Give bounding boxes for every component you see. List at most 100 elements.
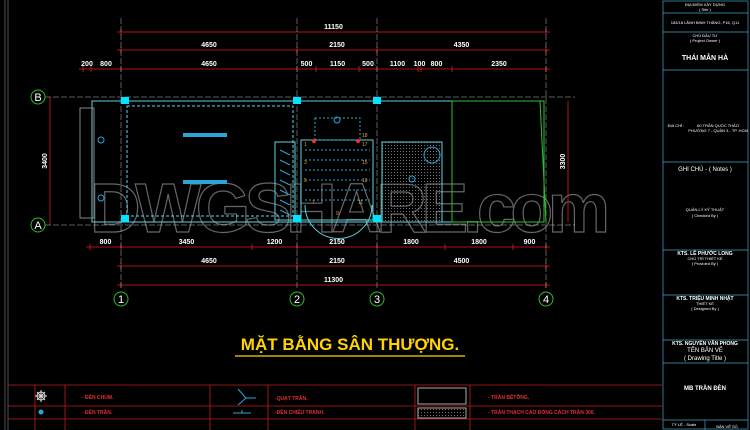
site-label: ĐỊA ĐIỂM XÂY DỰNG (685, 2, 725, 7)
dimension-label: 2350 (491, 61, 507, 68)
ceiling-light-icon (38, 409, 44, 415)
stair-step-number: 13 (362, 178, 368, 184)
grid-bubble (369, 291, 385, 307)
grid-label: 3 (374, 294, 380, 306)
dimension-label: 3300 (560, 154, 567, 170)
dimension-label: 800 (100, 61, 112, 68)
dimension-label: 3400 (42, 153, 49, 169)
columns (121, 97, 381, 222)
ceiling-light-icon (97, 136, 105, 144)
stair-step-number: 11 (358, 200, 363, 206)
checked-name: KTS. LÊ PHƯỚC LONG (677, 249, 732, 257)
dimension-label: 800 (100, 239, 112, 246)
concrete-ceiling-swatch (417, 387, 467, 405)
dimension-label: 4650 (201, 258, 217, 265)
dimension-label: 4650 (201, 42, 217, 49)
provided-label: CHỦ TRÌ THIẾT KẾ (687, 256, 722, 261)
dimension-label: 11300 (324, 277, 343, 284)
legend-label: - TRẦN THẠCH CAO ĐÓNG CÁCH TRẦN 300. (488, 408, 596, 416)
sheet-label: BẢN VẼ SỐ (716, 424, 738, 429)
designed-label: THIẾT KẾ (696, 301, 714, 306)
grid-label: A (34, 220, 42, 232)
scale-label: TỶ LỆ - Scale (672, 422, 697, 427)
owner-label: CHỦ ĐẦU TƯ (692, 33, 718, 38)
legend-label: -QUẠT TRẦN. (275, 395, 308, 402)
dimension-label: 3450 (179, 239, 195, 246)
grid-label: 1 (118, 294, 124, 306)
address-line2: PHƯỜNG 7 - QUẬN 3 - TP. HCM (688, 128, 748, 133)
stair-step-number: 18 (362, 133, 368, 139)
stair-step-number: 1 (304, 142, 307, 148)
grid-axes: 1 2 3 4 B A (30, 18, 575, 307)
dimension-label: 800 (431, 61, 443, 68)
stair-step-number: 17 (362, 142, 368, 148)
stair-step-number: 3 (304, 160, 307, 166)
designed-label-en: ( Designed By ) (691, 306, 719, 311)
fixture-icon (423, 146, 441, 164)
address-label: ĐỊA CHỈ : (668, 123, 685, 128)
dimension-label: 11150 (324, 24, 343, 31)
dimension-label: 4500 (454, 258, 470, 265)
provided-name: KTS. TRIỆU MINH NHẬT (676, 294, 733, 302)
stair-step-number: 9 (336, 211, 339, 217)
picture-light-icon (233, 410, 251, 414)
terrace-outline (451, 100, 545, 223)
legend-table: - ĐÈN CHÙM. - ĐÈN TRẦN. -QUẠT TRẦN. -ĐÈN… (8, 384, 662, 430)
site-value: 183/18 LÃNH BINH THĂNG, P16, Q11 (671, 20, 740, 25)
designed-name: KTS. NGUYỄN VĂN PHONG (672, 340, 738, 347)
checked-label: QUẢN LÝ KỸ THUẬT (686, 207, 725, 212)
dimension-label: 1150 (330, 61, 345, 68)
drawing-title: MẶT BẰNG SÂN THƯỢNG. (241, 335, 459, 354)
ceiling-fan-icon (237, 388, 256, 406)
watermark: DWGSHARE.com (90, 169, 610, 247)
notes-title: GHI CHÚ - ( Notes ) (678, 166, 732, 173)
dimension-label: 500 (301, 61, 313, 68)
drawing-title-label: TÊN BẢN VẼ (687, 346, 723, 354)
louver (274, 141, 296, 221)
address-line1: 60 TRẦN QUỐC THẢO (697, 123, 739, 128)
grid-label: 4 (543, 294, 549, 306)
dimension-label: 100 (414, 61, 426, 68)
stair-step-number: 5 (304, 178, 307, 184)
dimension-label: 1100 (390, 61, 405, 68)
light-bar (183, 133, 227, 137)
dimension-label: 900 (524, 239, 536, 246)
grid-bubble (30, 89, 46, 105)
legend-label: - TRẦN BÊTÔNG. (488, 393, 530, 401)
drawing-title-label-en: ( Drawing Title ) (684, 356, 726, 362)
legend-label: - ĐÈN TRẦN. (82, 408, 113, 416)
grid-bubble (30, 217, 46, 233)
dimension-label: 2150 (329, 258, 345, 265)
checked-label-en: ( Checked By ) (692, 213, 719, 218)
dimension-label: 200 (81, 61, 93, 68)
grid-bubble (289, 291, 305, 307)
ceiling-light-icon (97, 194, 105, 202)
dimension-label: 4650 (201, 61, 217, 68)
ceiling-light-icon (333, 116, 341, 124)
owner-label-en: ( Project Owner ) (690, 38, 721, 43)
provided-label-en: ( Provided By ) (692, 261, 719, 266)
stair-step-number: 15 (362, 160, 368, 166)
owner-name: THÁI MẪN HÀ (682, 53, 728, 62)
gypsum-ceiling-swatch (417, 407, 467, 419)
chandelier-icon (35, 390, 47, 402)
legend-label: -ĐÈN CHIẾU TRANH. (275, 408, 325, 416)
ceiling-light-icon (408, 175, 416, 183)
grid-bubble (538, 291, 554, 307)
room-left (126, 105, 294, 217)
grid-label: B (34, 92, 41, 104)
light-bar (183, 180, 227, 184)
dimension-label: 1800 (471, 239, 487, 246)
stair-step-number: 7 (312, 200, 315, 206)
site-label-en: ( Site ) (699, 7, 711, 12)
grid-label: 2 (294, 294, 300, 306)
dimension-label: 1800 (403, 239, 419, 246)
left-wing (79, 107, 95, 219)
dimension-label: 500 (362, 61, 374, 68)
title-block: ĐỊA ĐIỂM XÂY DỰNG ( Site ) 183/18 LÃNH B… (662, 0, 749, 430)
legend-label: - ĐÈN CHÙM. (82, 393, 114, 401)
dimension-label: 2150 (329, 42, 345, 49)
dimension-label: 2150 (329, 239, 345, 246)
